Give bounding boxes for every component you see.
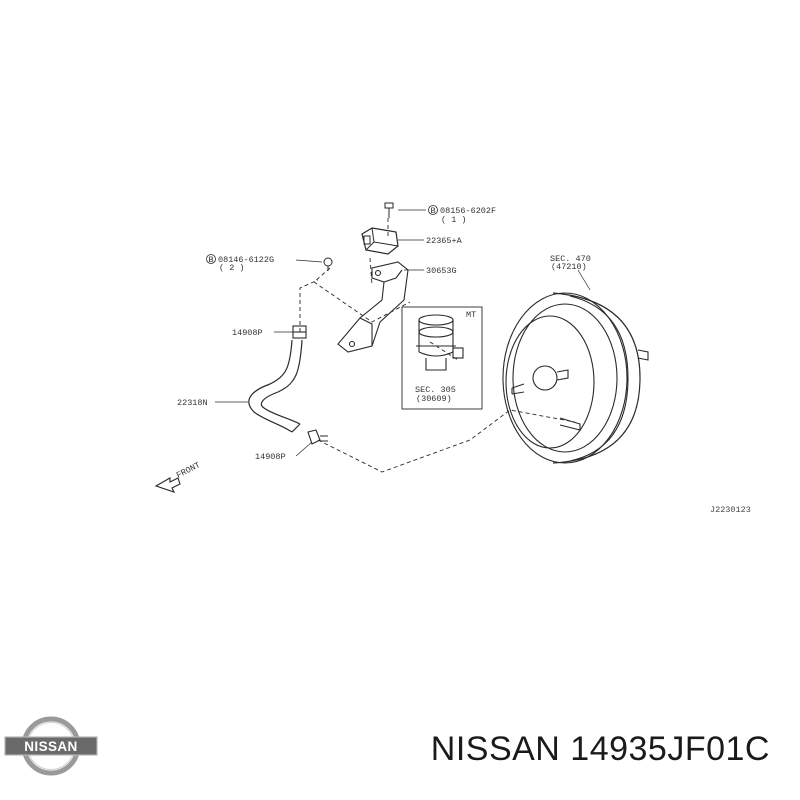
callout-08156-6202f: 08156-6202F	[440, 206, 496, 216]
callout-mt: MT	[466, 310, 476, 320]
diagram-reference-code: J2230123	[710, 505, 751, 515]
clamp-14908-top	[292, 325, 307, 339]
callout-08146-qty: ( 2 )	[219, 263, 245, 273]
bolt-08156	[384, 202, 394, 218]
bolt-symbol-text-08146: B	[208, 255, 213, 265]
callout-sec-305-sub: (30609)	[416, 394, 452, 404]
bolt-08146	[323, 257, 333, 271]
callout-leaders	[215, 209, 591, 457]
nissan-logo: NISSAN	[4, 716, 98, 776]
callout-22365-a: 22365+A	[426, 236, 463, 246]
clamp-14908-bottom	[307, 429, 328, 445]
callout-14908p-top: 14908P	[232, 328, 263, 338]
dashed-leader-lines	[299, 218, 576, 473]
front-label: FRONT	[175, 460, 202, 480]
callout-08156-qty: ( 1 )	[441, 215, 467, 225]
reservoir	[416, 314, 464, 371]
vacuum-hose-22318	[248, 339, 303, 433]
brake-booster	[502, 292, 649, 464]
callout-08146-6122g: 08146-6122G	[218, 255, 274, 265]
product-title: NISSAN 14935JF01C	[430, 730, 770, 768]
callout-14908p-bottom: 14908P	[255, 452, 286, 462]
bracket-30653	[337, 261, 409, 353]
callout-sec-305: SEC. 305	[415, 385, 456, 395]
logo-text: NISSAN	[24, 739, 77, 754]
bolt-symbol-text-08156: B	[430, 206, 435, 216]
bolt-symbol-08156: B	[428, 205, 438, 216]
callout-sec-470: SEC. 470	[550, 254, 591, 264]
callout-22318n: 22318N	[177, 398, 208, 408]
callout-30653g: 30653G	[426, 266, 457, 276]
sensor-22365	[361, 227, 399, 255]
bolt-symbol-08146: B	[206, 254, 216, 265]
mt-box	[401, 306, 483, 410]
callout-sec-470-sub: (47210)	[551, 262, 587, 272]
front-arrow-icon	[154, 477, 181, 493]
